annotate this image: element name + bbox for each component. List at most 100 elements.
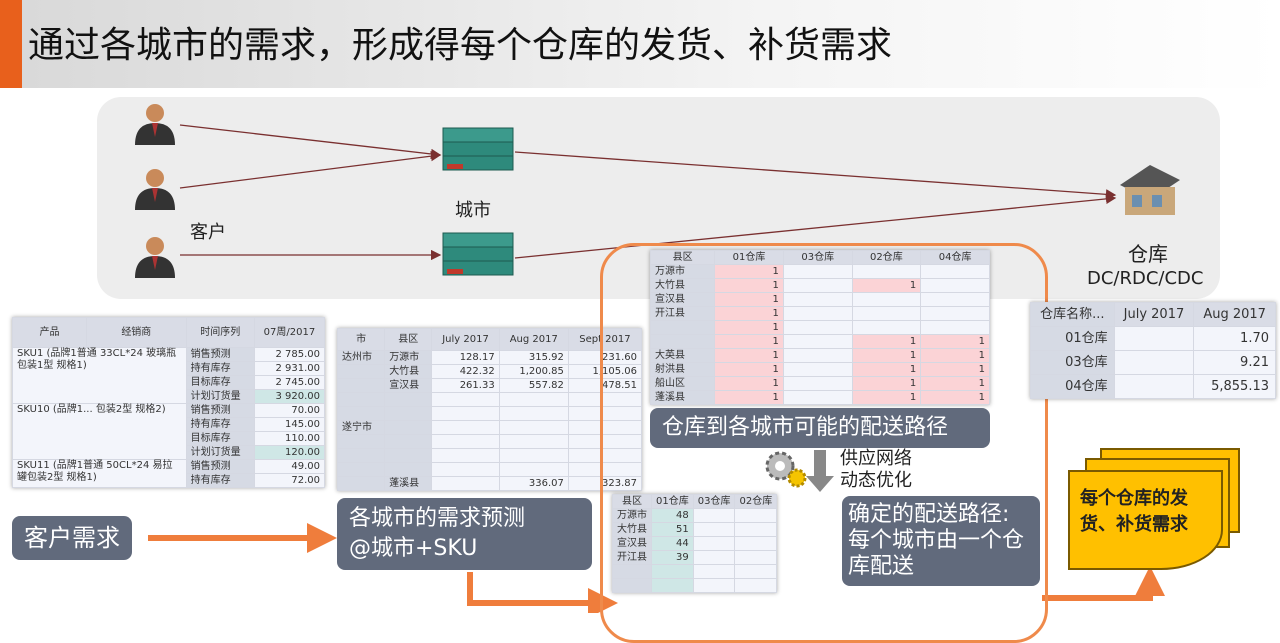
cell	[920, 264, 990, 279]
column-header[interactable]: 02仓库	[734, 494, 778, 509]
cell	[431, 476, 500, 491]
column-header[interactable]: Sept 2017	[567, 328, 643, 351]
table-row	[336, 434, 643, 449]
cell: 1	[714, 292, 784, 307]
group-cell: 达州市	[336, 350, 386, 365]
table-row	[336, 392, 643, 407]
cell: 开江县	[649, 306, 716, 321]
cell	[782, 278, 853, 293]
cell: 39	[651, 550, 694, 565]
product-cell: SKU10 (品牌1... 包装2型 规格2)	[12, 403, 187, 460]
column-header[interactable]: 产品	[11, 317, 88, 348]
column-header[interactable]: 04仓库	[920, 250, 990, 265]
cell	[612, 564, 652, 579]
value-cell: 49.00	[253, 459, 326, 474]
warehouse-demand-doc: 每个仓库的发货、补货需求	[1068, 470, 1223, 570]
title-bar	[0, 0, 1280, 88]
cell	[384, 434, 433, 449]
city-forecast-label: 各城市的需求预测@城市+SKU	[337, 498, 592, 570]
cell: 1	[851, 334, 922, 349]
cell	[1113, 326, 1195, 351]
cell: 422.32	[431, 364, 500, 379]
network-diagram	[135, 104, 1180, 613]
column-header[interactable]: 01仓库	[714, 250, 784, 265]
person-icon	[135, 104, 175, 278]
group-cell	[336, 378, 386, 393]
cell	[612, 578, 652, 593]
cell	[851, 292, 922, 307]
cell	[498, 406, 569, 421]
warehouse-name: 03仓库	[1030, 350, 1115, 375]
cell	[782, 390, 853, 405]
cell	[651, 564, 694, 579]
cell: 1	[851, 376, 922, 391]
cell	[782, 376, 853, 391]
cell: 船山区	[649, 376, 716, 391]
cell	[498, 448, 569, 463]
cell: 大竹县	[649, 278, 716, 293]
column-header[interactable]: 县区	[612, 494, 652, 509]
group-cell	[336, 476, 386, 491]
cell: 宣汉县	[612, 536, 652, 551]
cell: 大竹县	[612, 522, 652, 537]
column-header[interactable]: Aug 2017	[498, 328, 569, 351]
column-header[interactable]: 时间序列	[185, 317, 255, 348]
possible-routes-label: 仓库到各城市可能的配送路径	[650, 408, 990, 448]
column-header[interactable]: 01仓库	[651, 494, 694, 509]
cell	[692, 578, 736, 593]
column-header[interactable]: 县区	[384, 328, 433, 351]
column-header[interactable]: 市	[336, 328, 386, 351]
cell	[431, 462, 500, 477]
cell	[649, 320, 716, 335]
optimize-label: 供应网络动态优化	[840, 448, 912, 492]
value-cell: 110.00	[253, 431, 326, 446]
cell: 1	[714, 278, 784, 293]
cell	[431, 434, 500, 449]
cell	[851, 306, 922, 321]
warehouse-name-header[interactable]: 仓库名称...	[1030, 302, 1115, 327]
cell	[692, 536, 736, 551]
fixed-routes-label: 确定的配送路径:每个城市由一个仓库配送	[842, 496, 1040, 586]
cell: 557.82	[498, 378, 569, 393]
doc-line2: 货、补货需求	[1080, 514, 1188, 535]
value-cell: 2 745.00	[253, 375, 326, 390]
cell	[734, 550, 778, 565]
cell: 1	[920, 376, 990, 391]
cell	[498, 462, 569, 477]
cell	[782, 320, 853, 335]
column-header[interactable]: 经销商	[86, 317, 187, 348]
column-header[interactable]: July 2017	[431, 328, 500, 351]
cell	[782, 264, 853, 279]
warehouse-types: DC/RDC/CDC	[1087, 268, 1204, 289]
series-cell: 持有库存	[185, 417, 255, 432]
table-row: 1	[649, 320, 990, 335]
orange-arrows	[148, 523, 1165, 613]
cell	[649, 334, 716, 349]
cell: 1	[714, 390, 784, 405]
cell	[692, 508, 736, 523]
group-cell: 遂宁市	[336, 420, 386, 435]
column-header[interactable]: 03仓库	[782, 250, 853, 265]
cell: 44	[651, 536, 694, 551]
series-cell: 计划订货量	[185, 445, 255, 460]
optimize-line2: 动态优化	[840, 470, 912, 491]
column-header[interactable]: 县区	[649, 250, 716, 265]
cell	[782, 334, 853, 349]
column-header[interactable]: 03仓库	[692, 494, 736, 509]
value-cell: 145.00	[253, 417, 326, 432]
column-header[interactable]: 02仓库	[851, 250, 922, 265]
cell	[920, 306, 990, 321]
